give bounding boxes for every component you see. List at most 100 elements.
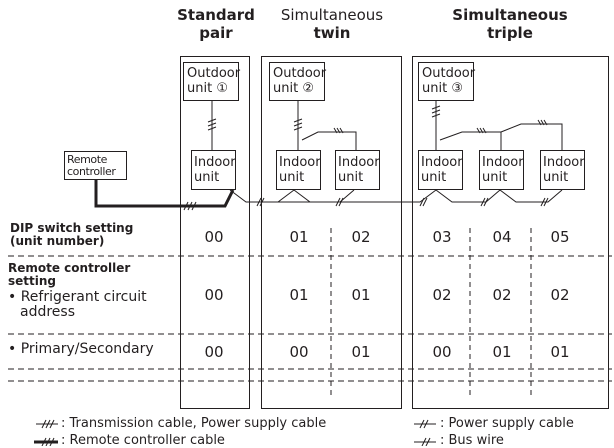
cable-marker [476, 127, 487, 134]
outdoor-unit-line2: unit ② [273, 81, 314, 96]
dip-value: 02 [351, 228, 371, 246]
header-triple-line1: Simultaneous [452, 6, 568, 24]
primary-value: 01 [550, 343, 570, 361]
header-twin-line1: Simultaneous [280, 6, 384, 24]
remote-controller-cable [94, 180, 235, 208]
bus-marker [335, 197, 344, 207]
simultaneous-triple-frame [412, 56, 609, 409]
indoor-unit-line2: unit [543, 170, 569, 185]
cable-marker [41, 437, 55, 446]
bus-wire [499, 189, 563, 203]
primary-value: 01 [351, 343, 371, 361]
bus-marker [480, 197, 489, 207]
indoor-unit-line1: Indoor [543, 155, 585, 170]
bus-marker [540, 197, 549, 207]
refrigerant-value: 01 [289, 286, 309, 304]
outdoor-unit-line2: unit ① [187, 81, 228, 96]
legend-power-symbol [414, 419, 436, 429]
primary-value: 00 [289, 343, 309, 361]
dip-value: 00 [204, 228, 224, 246]
transmission-cable [301, 131, 357, 150]
header-standard: Standard pair [176, 8, 256, 41]
indoor-unit-line1: Indoor [338, 155, 380, 170]
standard-pair-frame [180, 56, 250, 409]
indoor-unit-label: Indoor unit [194, 155, 236, 185]
transmission-cable [500, 123, 563, 150]
legend-bus-label: : Bus wire [440, 433, 504, 448]
outdoor-unit-line1: Outdoor [422, 66, 476, 81]
row-label-rc-line2: setting [8, 274, 56, 288]
remote-controller-line1: Remote [67, 153, 108, 166]
legend-power-label: : Power supply cable [440, 416, 574, 431]
indoor-unit-box [479, 150, 524, 190]
indoor-unit-line2: unit [279, 170, 305, 185]
cable-marker [293, 118, 303, 131]
header-triple-line2: triple [487, 24, 533, 42]
row-label-rc: Remote controller setting • Refrigerant … [8, 262, 147, 320]
header-twin: Simultaneous twin [252, 8, 412, 41]
outdoor-unit-line2: unit ③ [422, 81, 463, 96]
indoor-unit-label: Indoor unit [421, 155, 463, 185]
cable-marker [207, 118, 217, 131]
header-twin-line2: twin [313, 24, 351, 42]
indoor-unit-line2: unit [194, 170, 220, 185]
refrigerant-value: 01 [351, 286, 371, 304]
indoor-unit-box [191, 150, 236, 190]
indoor-unit-box [418, 150, 463, 190]
bus-marker [256, 197, 265, 207]
refrigerant-value: 02 [432, 286, 452, 304]
indoor-unit-box [276, 150, 321, 190]
indoor-unit-line1: Indoor [482, 155, 524, 170]
simultaneous-twin-frame [261, 56, 402, 409]
outdoor-unit-2-label: Outdoor unit ② [273, 66, 326, 96]
primary-value: 00 [204, 343, 224, 361]
refrigerant-value: 02 [550, 286, 570, 304]
indoor-unit-label: Indoor unit [279, 155, 321, 185]
indoor-unit-label: Indoor unit [482, 155, 524, 185]
transmission-cable [439, 131, 502, 150]
outdoor-unit-2-box [269, 62, 325, 101]
indoor-unit-box [540, 150, 585, 190]
row-label-dip-line2: (unit number) [10, 234, 105, 248]
remote-controller-box [64, 151, 127, 180]
refrigerant-value: 00 [204, 286, 224, 304]
header-standard-line1: Standard [177, 6, 255, 24]
cable-marker [333, 127, 344, 134]
cable-marker [183, 201, 197, 211]
dip-value: 04 [492, 228, 512, 246]
outdoor-unit-3-box [418, 62, 474, 101]
primary-value: 01 [492, 343, 512, 361]
bus-wire [262, 189, 437, 203]
row-label-rc-line1: Remote controller [8, 261, 131, 275]
header-standard-line2: pair [199, 24, 233, 42]
row-label-rc-item-line2: address [20, 304, 76, 320]
bus-wire [293, 189, 355, 203]
indoor-unit-line1: Indoor [194, 155, 236, 170]
dip-value: 01 [289, 228, 309, 246]
bus-marker [419, 197, 428, 207]
remote-controller-line2: controller [67, 165, 116, 178]
cable-marker [431, 105, 441, 118]
outdoor-unit-1-label: Outdoor unit ① [187, 66, 240, 96]
primary-value: 00 [432, 343, 452, 361]
outdoor-unit-1-box [183, 62, 239, 101]
indoor-unit-line1: Indoor [279, 155, 321, 170]
bus-wire [435, 189, 501, 203]
dip-value: 03 [432, 228, 452, 246]
indoor-unit-line2: unit [482, 170, 508, 185]
dip-value: 05 [550, 228, 570, 246]
header-triple: Simultaneous triple [420, 8, 600, 41]
legend-transmission-label: : Transmission cable, Power supply cable [61, 416, 327, 431]
indoor-unit-line2: unit [338, 170, 364, 185]
outdoor-unit-line1: Outdoor [187, 66, 241, 81]
legend-transmission-symbol [36, 419, 58, 429]
row-label-dip-line1: DIP switch setting [10, 221, 134, 235]
indoor-unit-label: Indoor unit [338, 155, 380, 185]
remote-controller-label: Remote controller [67, 153, 116, 178]
outdoor-unit-3-label: Outdoor unit ③ [422, 66, 475, 96]
indoor-unit-line1: Indoor [421, 155, 463, 170]
indoor-unit-label: Indoor unit [543, 155, 585, 185]
row-label-rc-item-line1: • Refrigerant circuit [8, 289, 147, 305]
legend-remote-label: : Remote controller cable [61, 433, 225, 448]
